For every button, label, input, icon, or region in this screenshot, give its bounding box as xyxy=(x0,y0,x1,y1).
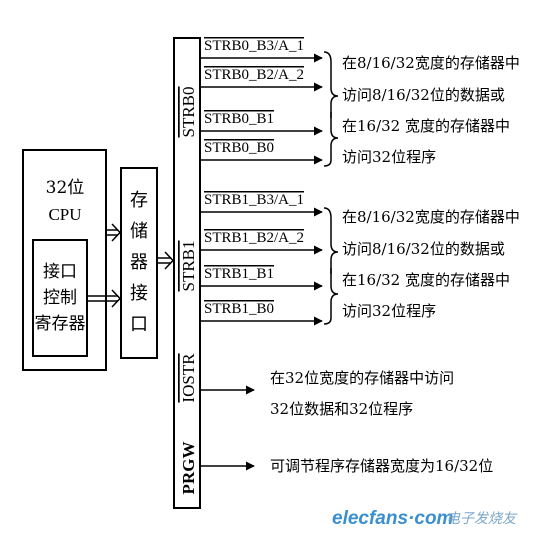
strb0-brace-lower xyxy=(323,112,339,167)
strb1-desc-4: 访问32位程序 xyxy=(342,302,436,320)
strb1-desc-1: 在8/16/32宽度的存储器中 xyxy=(342,208,520,226)
iostr-desc-2: 32位数据和32位程序 xyxy=(270,400,413,418)
bus-label-iostr-group: IOSTR xyxy=(179,353,198,403)
strb1-signal-b1: STRB1_B1 xyxy=(204,266,274,282)
iostr-desc-1: 在32位宽度的存储器中访问 xyxy=(270,369,454,387)
strb0-brace-upper xyxy=(323,51,339,118)
strb0-desc-4: 访问32位程序 xyxy=(342,148,436,166)
strb1-brace-lower xyxy=(323,268,339,325)
strb0-desc-1: 在8/16/32宽度的存储器中 xyxy=(342,54,520,72)
strb1-signal-b2: STRB1_B2/A_2 xyxy=(204,230,304,246)
strb0-signal-b2: STRB0_B2/A_2 xyxy=(204,67,304,83)
bus-label-strb0-group: STRB0 xyxy=(179,86,198,137)
strb1-brace-upper xyxy=(323,207,339,274)
bus-label-prgw-group: PRGW xyxy=(179,442,198,495)
memory-interface-char-1: 存 xyxy=(130,190,148,211)
watermark-cn: 电子发烧友 xyxy=(446,511,518,527)
strb1-desc-2: 访问8/16/32位的数据或 xyxy=(342,240,505,258)
strb1-desc-3: 在16/32 宽度的存储器中 xyxy=(342,271,510,289)
bus-label-iostr: IOSTR xyxy=(179,353,198,403)
interface-to-bus-arrow xyxy=(157,251,175,270)
strb1-signal-b3: STRB1_B3/A_1 xyxy=(204,192,304,208)
strb1-signal-lines xyxy=(200,207,323,326)
register-label-2: 控制 xyxy=(43,288,77,308)
prgw-desc-1: 可调节程序存储器宽度为16/32位 xyxy=(270,457,493,475)
strb0-signal-b0: STRB0_B0 xyxy=(204,140,274,156)
bus-label-strb1: STRB1 xyxy=(179,240,198,291)
strb0-signal-lines xyxy=(200,53,323,165)
bus-label-prgw: PRGW xyxy=(179,442,198,495)
register-box xyxy=(32,239,88,357)
cpu-label-1: 32位 xyxy=(46,178,85,198)
strb1-signal-b0: STRB1_B0 xyxy=(204,301,274,317)
cpu-label-2: CPU xyxy=(48,205,81,224)
bus-label-strb1-group: STRB1 xyxy=(179,240,198,291)
register-label-1: 接口 xyxy=(43,262,77,282)
bus-label-strb0: STRB0 xyxy=(179,86,198,137)
bus-column xyxy=(173,37,201,509)
register-to-interface-arrow xyxy=(87,289,122,308)
memory-interface-char-2: 储 xyxy=(130,221,148,242)
strb0-desc-2: 访问8/16/32位的数据或 xyxy=(342,86,505,104)
memory-interface-char-3: 器 xyxy=(130,252,148,273)
watermark-domain: elecfans·com xyxy=(332,508,454,529)
strb0-desc-3: 在16/32 宽度的存储器中 xyxy=(342,117,510,135)
memory-interface-char-5: 口 xyxy=(130,314,148,335)
strb0-signal-b1: STRB0_B1 xyxy=(204,111,274,127)
cpu-box xyxy=(22,149,107,371)
cpu-to-interface-arrow xyxy=(106,223,122,242)
memory-interface-char-4: 接 xyxy=(130,283,148,304)
register-label-3: 寄存器 xyxy=(35,314,86,334)
strb0-signal-b3: STRB0_B3/A_1 xyxy=(204,38,304,54)
